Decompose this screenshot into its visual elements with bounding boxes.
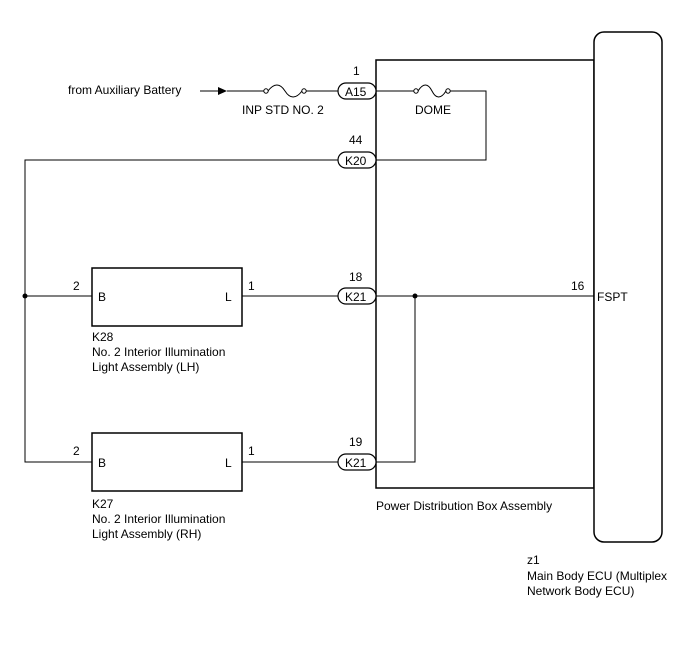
rh-pin-l: 1	[248, 444, 255, 458]
k20-label: K20	[345, 154, 367, 168]
fuse-dome-label: DOME	[415, 103, 451, 117]
k21-bottom-label: K21	[345, 456, 367, 470]
k20-pin: 44	[349, 133, 363, 147]
lh-terminal-b: B	[98, 290, 106, 304]
lh-name-line2: Light Assembly (LH)	[92, 360, 199, 374]
splice-left	[22, 293, 28, 299]
ecu-terminal-fspt: FSPT	[597, 290, 628, 304]
k21-bottom-pin: 19	[349, 435, 363, 449]
ecu-pin: 16	[571, 279, 585, 293]
rh-pin-b: 2	[73, 444, 80, 458]
rh-code: K27	[92, 497, 114, 511]
wire-k21-bottom-to-splice	[376, 296, 416, 463]
ecu-name-line1: Main Body ECU (Multiplex	[527, 569, 667, 583]
source-label: from Auxiliary Battery	[68, 83, 181, 97]
lh-pin-l: 1	[248, 279, 255, 293]
splice-inner	[412, 293, 418, 299]
rh-terminal-b: B	[98, 456, 106, 470]
wire-k20-to-lights	[24, 159, 338, 463]
k21-top-label: K21	[345, 290, 367, 304]
light-assembly-rh	[91, 432, 243, 492]
source-arrow-icon	[218, 87, 227, 95]
fuse-inp-std-icon	[263, 84, 307, 98]
rh-terminal-l: L	[225, 456, 232, 470]
power-distribution-box	[375, 59, 595, 489]
ecu-code: z1	[527, 553, 540, 567]
rh-name-line2: Light Assembly (RH)	[92, 527, 201, 541]
lh-code: K28	[92, 330, 114, 344]
k21-top-pin: 18	[349, 270, 363, 284]
ecu-name-line2: Network Body ECU)	[527, 584, 634, 598]
a15-pin: 1	[353, 64, 360, 78]
wire-dome-to-k20	[376, 90, 487, 161]
lh-terminal-l: L	[225, 290, 232, 304]
lh-name-line1: No. 2 Interior Illumination	[92, 345, 225, 359]
light-assembly-lh	[91, 267, 243, 327]
main-body-ecu	[593, 31, 663, 543]
rh-name-line1: No. 2 Interior Illumination	[92, 512, 225, 526]
a15-label: A15	[345, 85, 367, 99]
pdb-label: Power Distribution Box Assembly	[376, 499, 552, 513]
lh-pin-b: 2	[73, 279, 80, 293]
fuse-inp-std-label: INP STD NO. 2	[242, 103, 324, 117]
